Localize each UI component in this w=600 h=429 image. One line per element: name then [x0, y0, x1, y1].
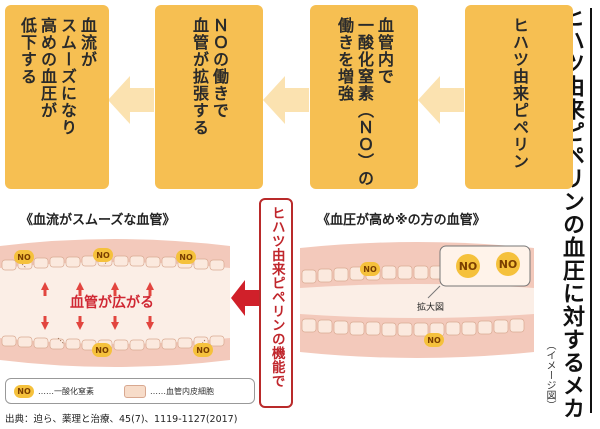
step-4-line-4: 低下する — [18, 17, 37, 85]
no-badge: NO — [360, 262, 380, 276]
function-label-box: ヒハツ由来ピペリンの機能で — [259, 198, 293, 408]
vessel-dilates-label: 血管が広がる — [70, 295, 154, 311]
result-arrow — [231, 278, 259, 318]
legend: NO ……一酸化窒素 ……血管内皮細胞 — [5, 378, 255, 404]
step-4-line-1: 血流が — [78, 17, 97, 68]
legend-no-badge: NO — [14, 384, 34, 398]
no-zoom-badge: NO — [456, 254, 480, 278]
no-badge: NO — [193, 343, 213, 357]
step-3-line-1: ＮＯの働きで — [210, 17, 229, 119]
legend-cell-swatch — [124, 384, 146, 398]
zoom-label: 拡大図 — [417, 303, 445, 313]
step-box-3: ＮＯの働きで 血管が拡張する — [155, 5, 263, 189]
no-badge: NO — [92, 343, 112, 357]
image-note: （イメージ図） — [544, 340, 555, 410]
step-4-line-2: スムーズになり — [58, 17, 77, 136]
step-2-line-2: 一酸化窒素（ＮＯ）の — [355, 17, 374, 187]
step-box-2: 血管内で 一酸化窒素（ＮＯ）の 働きを増強 — [310, 5, 418, 189]
step-2-line-1: 血管内で — [375, 17, 394, 85]
right-section-title: 《血圧が高め※の方の血管》 — [317, 213, 486, 228]
legend-cell-desc: ……血管内皮細胞 — [150, 386, 214, 396]
no-badge: NO — [93, 248, 113, 262]
title-rule — [590, 8, 592, 413]
no-badge: NO — [176, 250, 196, 264]
legend-no-desc: ……一酸化窒素 — [38, 386, 94, 396]
step-box-4: 血流が スムーズになり 高めの血圧が 低下する — [5, 5, 109, 189]
no-badge: NO — [14, 250, 34, 264]
step-box-1: ヒハツ由来ピペリン — [465, 5, 573, 189]
source-citation: 出典：迫ら、薬理と治療、45(7)、1119-1127(2017) — [5, 414, 238, 425]
function-label: ヒハツ由来ピペリンの機能で — [268, 206, 285, 388]
no-zoom-badge: NO — [496, 252, 520, 276]
step-4-line-3: 高めの血圧が — [38, 17, 57, 119]
flow-arrow-2 — [263, 74, 309, 126]
step-2-line-3: 働きを増強 — [335, 17, 354, 102]
flow-arrow-3 — [108, 74, 154, 126]
step-1-line-1: ヒハツ由来ピペリン — [510, 17, 529, 170]
dilated-vessel — [0, 238, 230, 368]
left-section-title: 《血流がスムーズな血管》 — [20, 213, 176, 228]
flow-arrow-1 — [418, 74, 464, 126]
no-badge: NO — [424, 333, 444, 347]
step-3-line-2: 血管が拡張する — [190, 17, 209, 136]
